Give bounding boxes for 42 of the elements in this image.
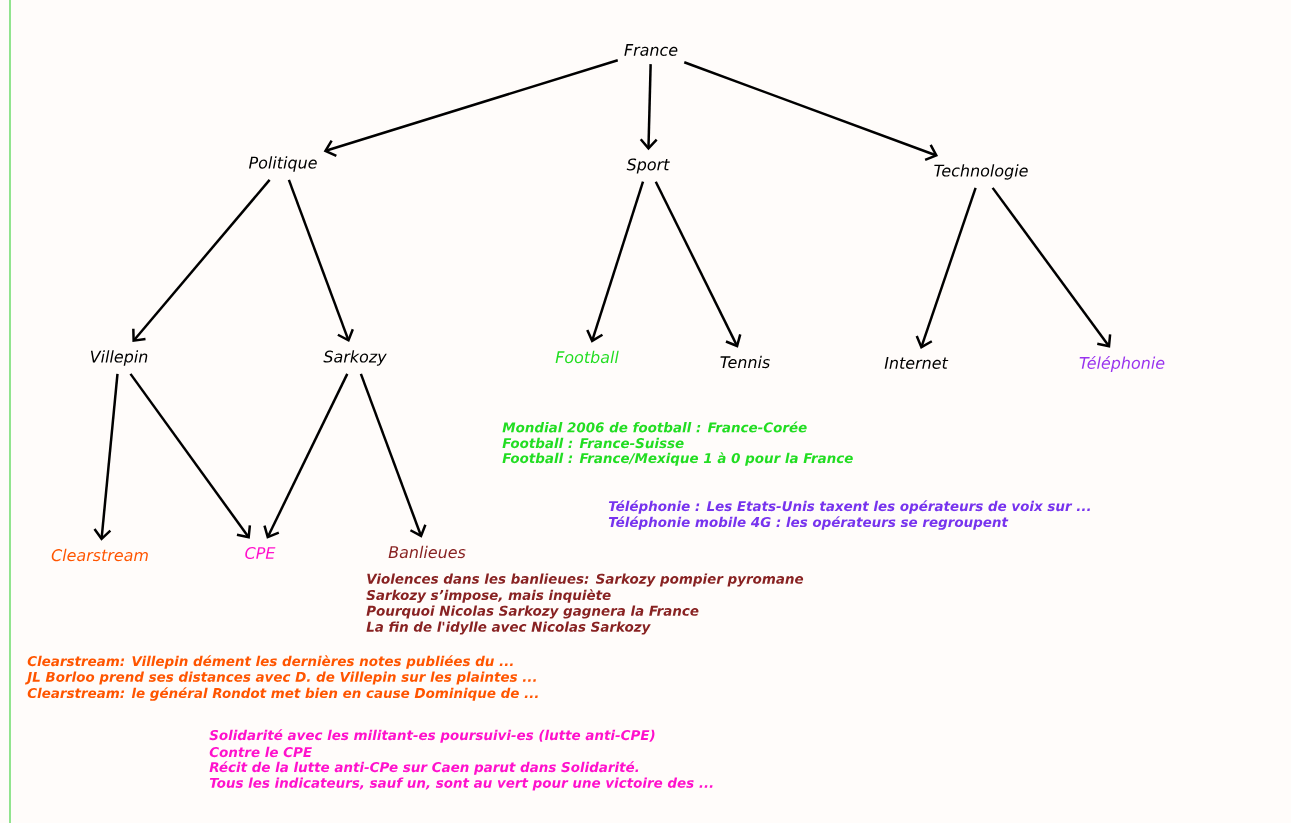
arrow [359,373,427,538]
headline: Mondial 2006 de football : France-Corée [502,421,807,433]
topic-label: Internet [884,357,949,369]
arrow [654,181,742,348]
headline: Téléphonie : Les Etats-Unis taxent les opérateurs de voix sur ... [608,500,1090,514]
arrow [915,187,977,349]
topic-label: Politique [248,156,317,172]
headline: JL Borloo prend ses distances avec D. de Villepin sur les plaintes ... [24,671,536,685]
topic-label: Technologie [934,164,1028,180]
headline: Solidarité avec les militant-es poursuivi-es (lutte anti-CPE) [209,729,655,743]
headline: Clearstream: le général Rondot met bien en cause Dominique de ... [27,687,538,701]
topic-label: Banlieues [388,545,466,559]
arrow [991,187,1112,348]
arrow [639,64,658,151]
arrow [287,179,354,343]
headline: Récit de la lutte anti-CPe sur Caen parut dans Solidarité. [209,761,639,775]
arrow [132,179,271,343]
headline: La fin de l'idylle avec Nicolas Sarkozy [366,621,651,635]
topic-label: Football [555,350,619,364]
headline: Football : France/Mexique 1 à 0 pour la France [502,452,853,466]
topic-label: Tennis [720,355,770,369]
topic-label: Sarkozy [323,350,387,366]
headline: Téléphonie mobile 4G : les opérateurs se regroupent [608,516,1009,530]
arrow [93,373,119,541]
arrow [586,181,645,343]
headline: Clearstream: Villepin dément les dernières notes publiées du ... [27,655,513,669]
headline: Contre le CPE [209,746,312,758]
headline: Violences dans les banlieues: Sarkozy pompier pyromane [367,573,804,587]
topic-label: Clearstream [51,548,148,562]
headline: Tous les indicateurs, sauf un, sont au vert pour une victoire des ... [209,777,713,791]
arrow [683,61,939,161]
topic-label: Téléphonie [1079,355,1165,373]
topic-label: Villepin [90,350,148,366]
topic-label: CPE [245,546,276,559]
topic-label: France [624,44,678,56]
arrow [323,59,619,157]
headline: Sarkozy s’impose, mais inquiète [366,589,611,603]
topic-label: Sport [626,158,670,174]
arrow [263,373,349,539]
arrow [129,373,252,539]
headline: Football : France-Suisse [502,437,684,449]
headline: Pourquoi Nicolas Sarkozy gagnera la France [366,605,699,619]
